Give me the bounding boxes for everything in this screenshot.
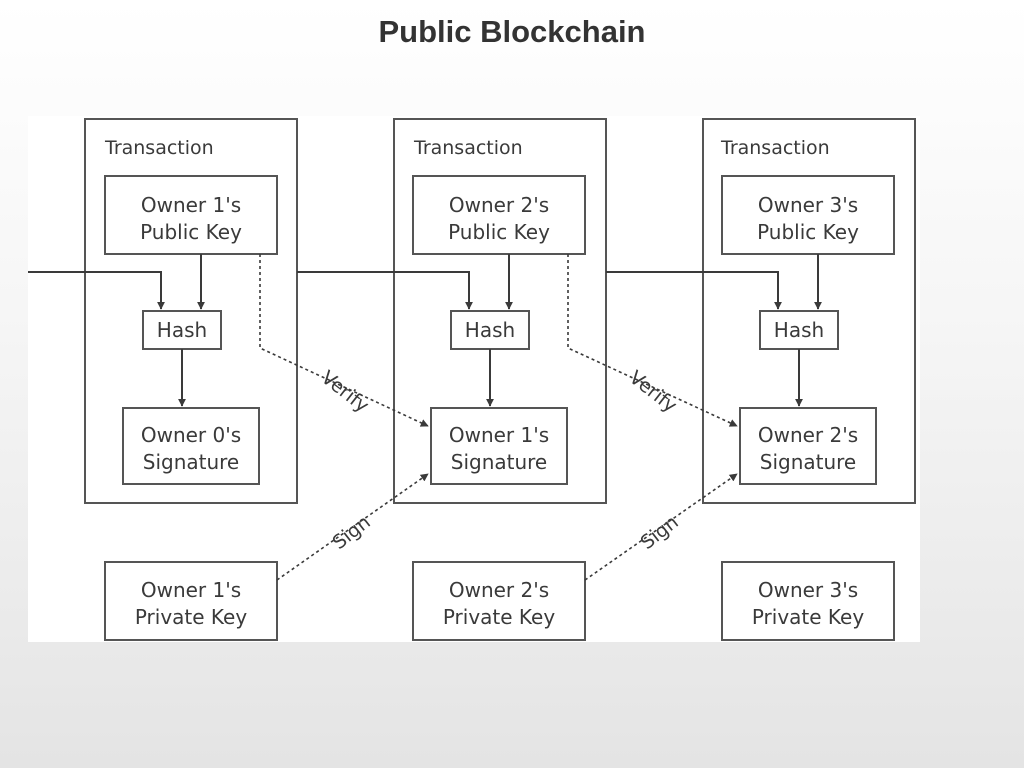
transaction-label-1: Transaction xyxy=(104,137,214,159)
sign-arrow-1 xyxy=(276,473,429,581)
signature-line1-2: Owner 1's xyxy=(449,423,549,447)
chain-arrow-in-1 xyxy=(28,271,165,310)
signature-line2-2: Signature xyxy=(451,450,547,474)
signature-line1-3: Owner 2's xyxy=(758,423,858,447)
blockchain-diagram: Transaction Owner 1's Public Key Hash Ow… xyxy=(28,118,916,641)
transaction-block-3: Transaction Owner 3's Public Key Hash Ow… xyxy=(606,118,916,504)
verify-label-2: Verify xyxy=(625,367,681,418)
chain-arrow-in-3 xyxy=(606,271,782,310)
public-key-box-3 xyxy=(721,175,895,255)
private-key-box-2: Owner 2's Private Key xyxy=(412,561,586,641)
transaction-block-1: Transaction Owner 1's Public Key Hash Ow… xyxy=(28,118,298,504)
hash-label-1: Hash xyxy=(157,318,207,342)
sign-label-1: Sign xyxy=(329,511,375,554)
signature-box-2 xyxy=(430,407,568,485)
transaction-label-2: Transaction xyxy=(413,137,523,159)
public-key-line2-1: Public Key xyxy=(140,220,242,244)
signature-line1-1: Owner 0's xyxy=(141,423,241,447)
transaction-block-2: Transaction Owner 2's Public Key Hash Ow… xyxy=(297,118,607,504)
private-key-line2-3: Private Key xyxy=(752,605,865,629)
sign-arrow-2 xyxy=(584,473,738,581)
public-key-line1-1: Owner 1's xyxy=(141,193,241,217)
verify-arrow-2 xyxy=(567,254,738,427)
verify-label-1: Verify xyxy=(317,367,373,418)
private-key-line2-1: Private Key xyxy=(135,605,248,629)
private-key-frame-2 xyxy=(412,561,586,641)
signature-box-1 xyxy=(122,407,260,485)
private-key-line1-2: Owner 2's xyxy=(449,578,549,602)
private-key-frame-1 xyxy=(104,561,278,641)
chain-arrow-in-2 xyxy=(297,271,473,310)
private-key-line1-1: Owner 1's xyxy=(141,578,241,602)
private-key-frame-3 xyxy=(721,561,895,641)
hash-label-3: Hash xyxy=(774,318,824,342)
public-key-box-2 xyxy=(412,175,586,255)
private-key-line2-2: Private Key xyxy=(443,605,556,629)
hash-label-2: Hash xyxy=(465,318,515,342)
verify-arrow-1 xyxy=(259,254,429,427)
signature-box-3 xyxy=(739,407,877,485)
public-key-line1-2: Owner 2's xyxy=(449,193,549,217)
public-key-line2-3: Public Key xyxy=(757,220,859,244)
public-key-box-1 xyxy=(104,175,278,255)
private-key-line1-3: Owner 3's xyxy=(758,578,858,602)
transaction-label-3: Transaction xyxy=(720,137,830,159)
private-key-box-1: Owner 1's Private Key xyxy=(104,561,278,641)
public-key-line2-2: Public Key xyxy=(448,220,550,244)
signature-line2-3: Signature xyxy=(760,450,856,474)
diagram-panel: Transaction Owner 1's Public Key Hash Ow… xyxy=(28,116,920,642)
slide-title: Public Blockchain xyxy=(378,14,646,49)
hash-box-2 xyxy=(450,310,530,350)
public-key-line1-3: Owner 3's xyxy=(758,193,858,217)
signature-line2-1: Signature xyxy=(143,450,239,474)
private-key-box-3: Owner 3's Private Key xyxy=(721,561,895,641)
